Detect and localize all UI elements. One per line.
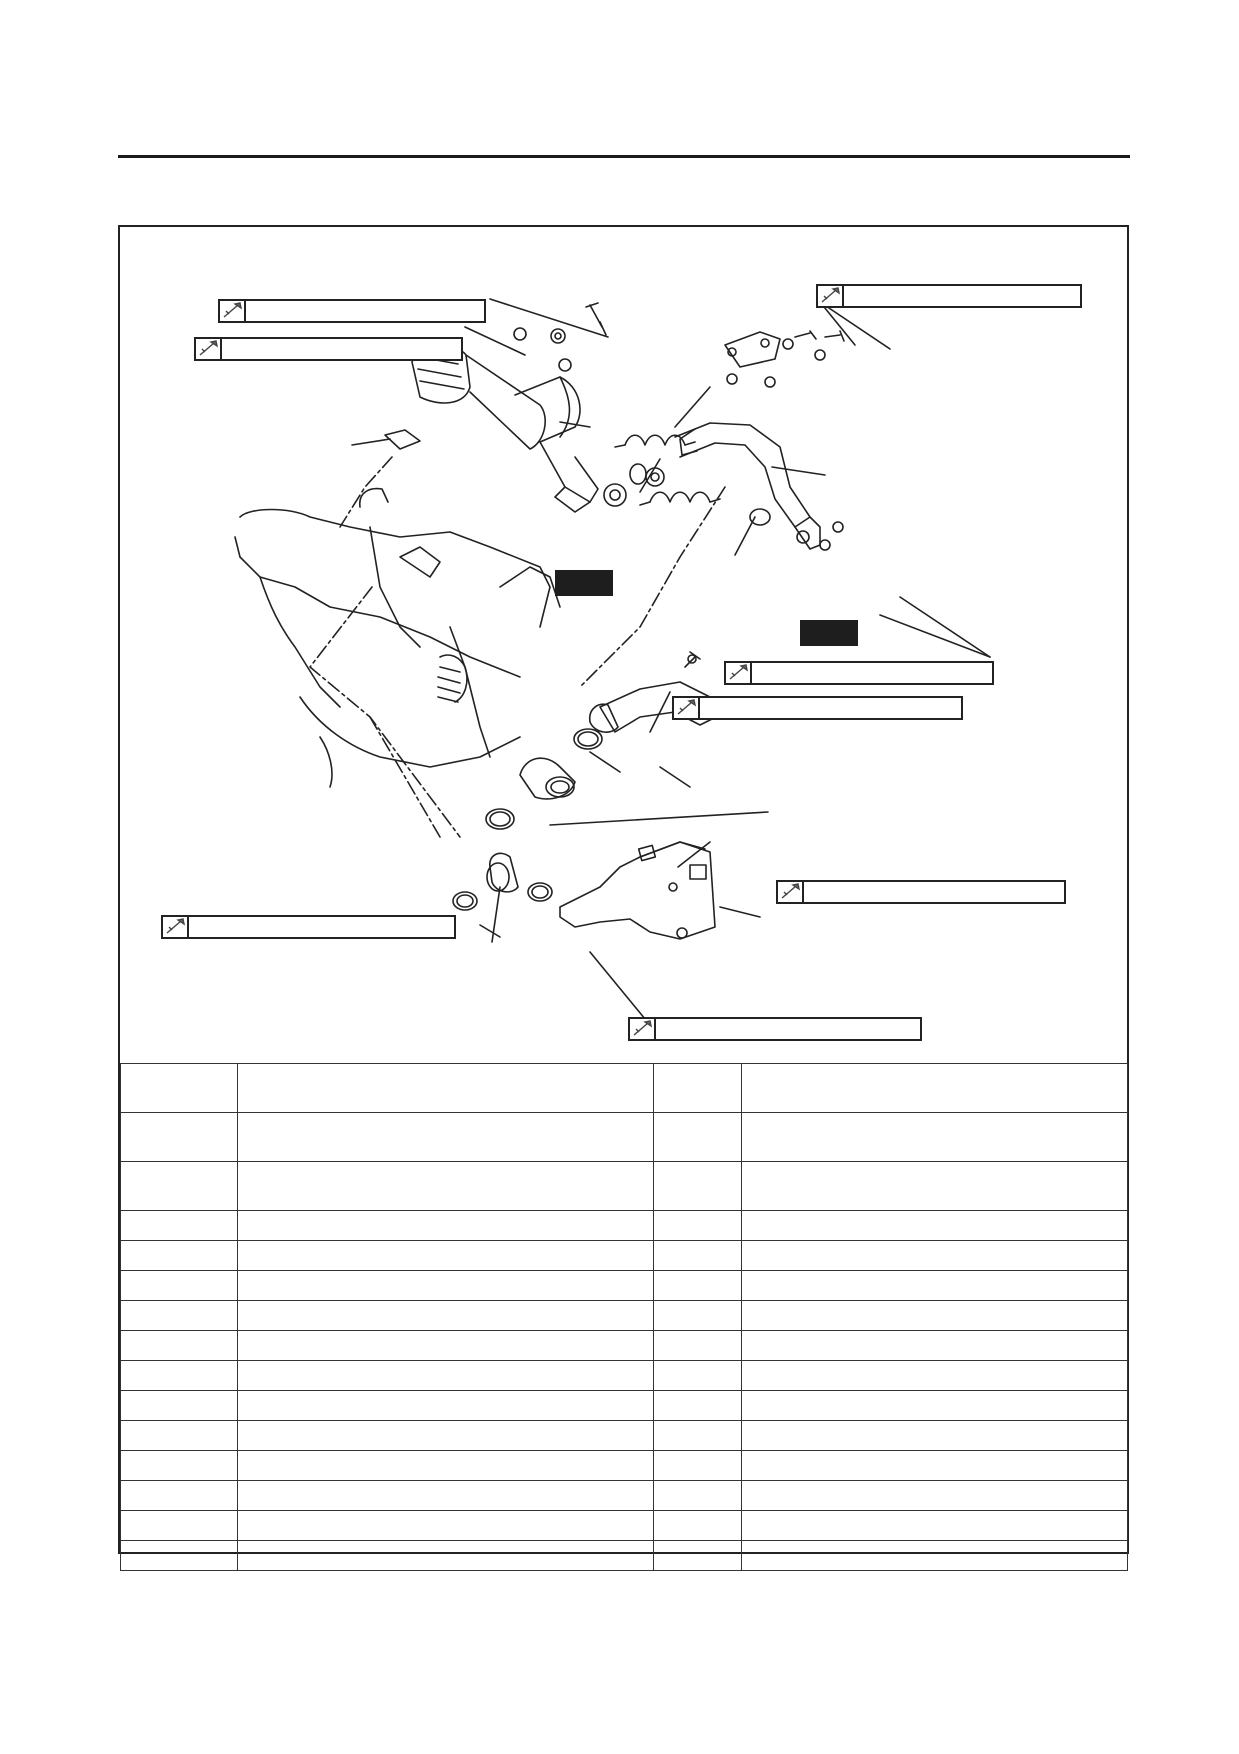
table-cell	[120, 1360, 238, 1391]
table-cell	[741, 1270, 1128, 1301]
table-cell	[237, 1240, 654, 1271]
table-cell	[237, 1161, 654, 1211]
table-row	[120, 1360, 1128, 1391]
table-cell	[120, 1161, 238, 1211]
table-cell	[741, 1540, 1128, 1571]
table-row	[120, 1390, 1128, 1421]
table-cell	[120, 1510, 238, 1541]
table-cell	[741, 1161, 1128, 1211]
new-part-badge-2	[800, 620, 858, 646]
table-cell	[741, 1240, 1128, 1271]
table-cell	[741, 1510, 1128, 1541]
table-cell	[237, 1300, 654, 1331]
table-cell	[237, 1390, 654, 1421]
table-cell	[653, 1420, 742, 1451]
table-row	[120, 1300, 1128, 1331]
table-cell	[653, 1161, 742, 1211]
table-cell	[120, 1330, 238, 1361]
table-cell	[120, 1480, 238, 1511]
table-cell	[653, 1510, 742, 1541]
table-cell	[741, 1390, 1128, 1421]
table-row	[120, 1270, 1128, 1301]
table-row	[120, 1240, 1128, 1271]
torque-wrench-icon	[196, 339, 222, 359]
torque-wrench-icon	[726, 663, 752, 683]
torque-label-2	[194, 337, 463, 361]
table-cell	[741, 1420, 1128, 1451]
torque-label-4	[724, 661, 994, 685]
torque-label-5	[672, 696, 963, 720]
table-cell	[741, 1210, 1128, 1241]
table-cell	[120, 1450, 238, 1481]
table-cell	[741, 1480, 1128, 1511]
table-row	[120, 1420, 1128, 1451]
table-cell	[741, 1450, 1128, 1481]
parts-table	[120, 1063, 1128, 1571]
table-row	[120, 1450, 1128, 1481]
header-cell	[741, 1063, 1128, 1113]
torque-wrench-icon	[778, 882, 804, 902]
table-cell	[120, 1420, 238, 1451]
table-cell	[237, 1450, 654, 1481]
table-cell	[653, 1112, 742, 1162]
table-cell	[120, 1540, 238, 1571]
table-cell	[653, 1240, 742, 1271]
table-header-row	[120, 1063, 1128, 1113]
header-cell	[653, 1063, 742, 1113]
table-cell	[653, 1300, 742, 1331]
table-cell	[653, 1270, 742, 1301]
table-cell	[120, 1112, 238, 1162]
table-cell	[237, 1540, 654, 1571]
table-row	[120, 1480, 1128, 1511]
torque-wrench-icon	[220, 301, 246, 321]
torque-wrench-icon	[630, 1019, 656, 1039]
table-cell	[237, 1420, 654, 1451]
table-row	[120, 1540, 1128, 1571]
table-row	[120, 1210, 1128, 1241]
table-cell	[237, 1360, 654, 1391]
table-cell	[237, 1510, 654, 1541]
table-row	[120, 1330, 1128, 1361]
table-cell	[120, 1210, 238, 1241]
table-cell	[653, 1210, 742, 1241]
table-cell	[237, 1480, 654, 1511]
torque-label-3	[816, 284, 1082, 308]
table-cell	[120, 1240, 238, 1271]
table-cell	[741, 1300, 1128, 1331]
table-cell	[653, 1330, 742, 1361]
table-cell	[653, 1450, 742, 1481]
torque-label-1	[218, 299, 486, 323]
table-row	[120, 1112, 1128, 1162]
table-cell	[120, 1300, 238, 1331]
table-row	[120, 1510, 1128, 1541]
table-cell	[120, 1270, 238, 1301]
table-cell	[120, 1390, 238, 1421]
exploded-view-frame	[118, 225, 1129, 1571]
table-cell	[741, 1112, 1128, 1162]
table-cell	[741, 1330, 1128, 1361]
torque-wrench-icon	[674, 698, 700, 718]
table-cell	[653, 1540, 742, 1571]
table-cell	[237, 1330, 654, 1361]
table-cell	[653, 1480, 742, 1511]
header-rule	[118, 155, 1130, 158]
table-row	[120, 1161, 1128, 1211]
table-cell	[741, 1360, 1128, 1391]
torque-wrench-icon	[818, 286, 844, 306]
table-cell	[237, 1112, 654, 1162]
torque-wrench-icon	[163, 917, 189, 937]
torque-label-8	[628, 1017, 922, 1041]
table-cell	[237, 1270, 654, 1301]
table-cell	[653, 1390, 742, 1421]
torque-label-6	[776, 880, 1066, 904]
torque-label-7	[161, 915, 456, 939]
new-part-badge-1	[555, 570, 613, 596]
header-cell	[120, 1063, 238, 1113]
table-cell	[653, 1360, 742, 1391]
table-cell	[237, 1210, 654, 1241]
header-cell	[237, 1063, 654, 1113]
